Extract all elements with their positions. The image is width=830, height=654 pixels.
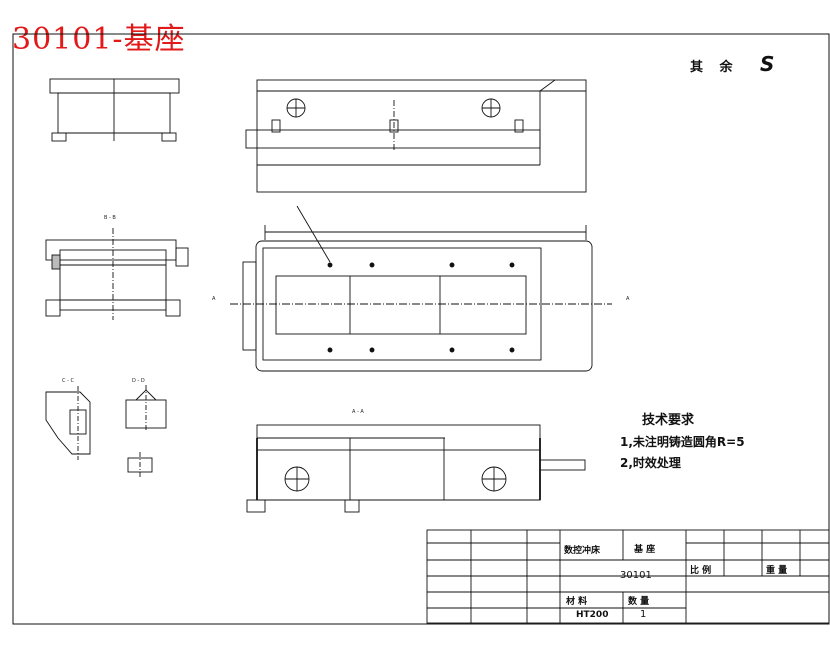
section-a-view xyxy=(246,424,586,513)
drawing-title: 30101-基座 xyxy=(12,22,186,57)
section-label-d: D - D xyxy=(132,378,145,384)
tb-material: HT200 xyxy=(576,610,609,620)
cut-mark-right: A xyxy=(626,296,630,302)
section-label-a: A - A xyxy=(352,409,364,415)
tech-requirement-1: 1,未注明铸造圆角R=5 xyxy=(620,435,745,449)
cut-mark-left: A xyxy=(212,296,216,302)
tb-quantity-label: 数 量 xyxy=(628,597,650,607)
roughness-symbol: S xyxy=(760,52,775,76)
title-block-grid xyxy=(426,529,830,624)
tb-weight-label: 重 量 xyxy=(766,566,788,576)
side-view xyxy=(49,78,180,142)
tech-requirements-heading: 技术要求 xyxy=(642,413,695,428)
section-c-view xyxy=(45,386,91,460)
tb-part-name: 基 座 xyxy=(634,545,656,555)
tb-scale-label: 比 例 xyxy=(690,566,712,576)
section-b-view xyxy=(45,228,189,320)
tb-quantity: 1 xyxy=(640,609,647,620)
section-label-c: C - C xyxy=(62,378,74,384)
section-label-b: B - B xyxy=(104,215,116,221)
section-d-view xyxy=(125,385,167,478)
tech-requirement-2: 2,时效处理 xyxy=(620,456,681,470)
plan-view xyxy=(230,205,612,372)
front-view xyxy=(245,79,587,193)
tb-machine: 数控冲床 xyxy=(564,546,601,556)
tb-drawing-no: 30101 xyxy=(620,570,652,581)
roughness-label: 其 余 xyxy=(690,60,739,75)
sheet-border xyxy=(12,33,830,625)
tb-material-label: 材 料 xyxy=(566,597,588,607)
